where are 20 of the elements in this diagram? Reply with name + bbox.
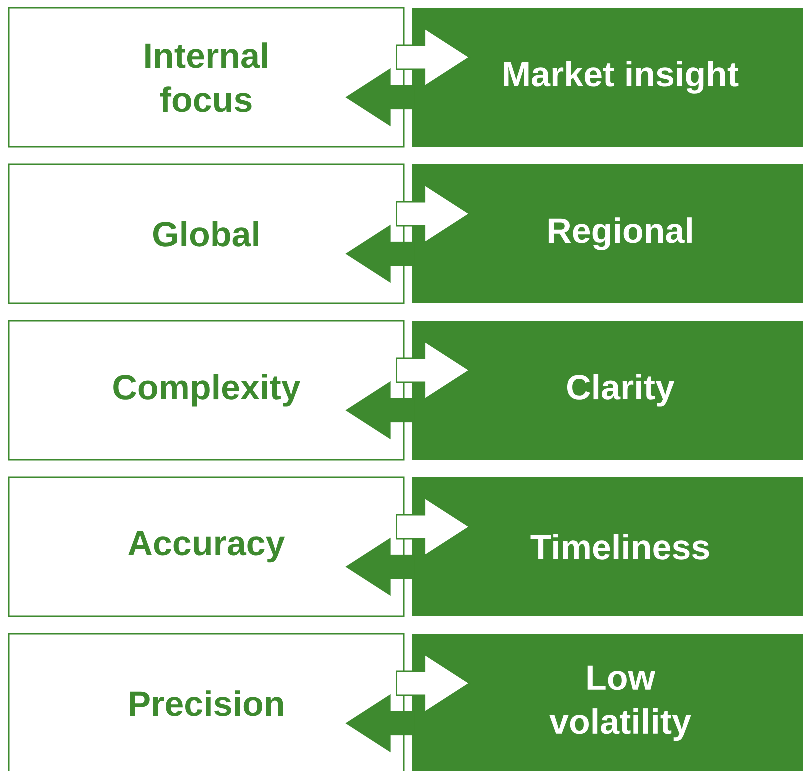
concept-box: Global — [8, 164, 405, 304]
block-arrow — [396, 340, 472, 401]
block-arrow — [346, 694, 415, 753]
concept-box: Accuracy — [8, 476, 405, 618]
concept-box: Timeliness — [412, 478, 803, 616]
concept-box: Precision — [8, 633, 405, 771]
concept-box: Market insight — [412, 8, 803, 147]
block-arrow — [396, 653, 472, 714]
block-arrow — [396, 184, 472, 244]
block-arrow — [346, 538, 415, 596]
concept-box: Regional — [412, 164, 803, 304]
concept-box: Low volatility — [412, 634, 803, 771]
concept-box: Clarity — [412, 321, 803, 460]
block-arrow — [346, 224, 415, 284]
concept-box: Internal focus — [8, 7, 405, 148]
block-arrow — [396, 27, 472, 88]
block-arrow — [396, 496, 472, 558]
block-arrow — [346, 68, 415, 127]
block-arrow — [346, 381, 415, 440]
concept-box: Complexity — [8, 320, 405, 461]
